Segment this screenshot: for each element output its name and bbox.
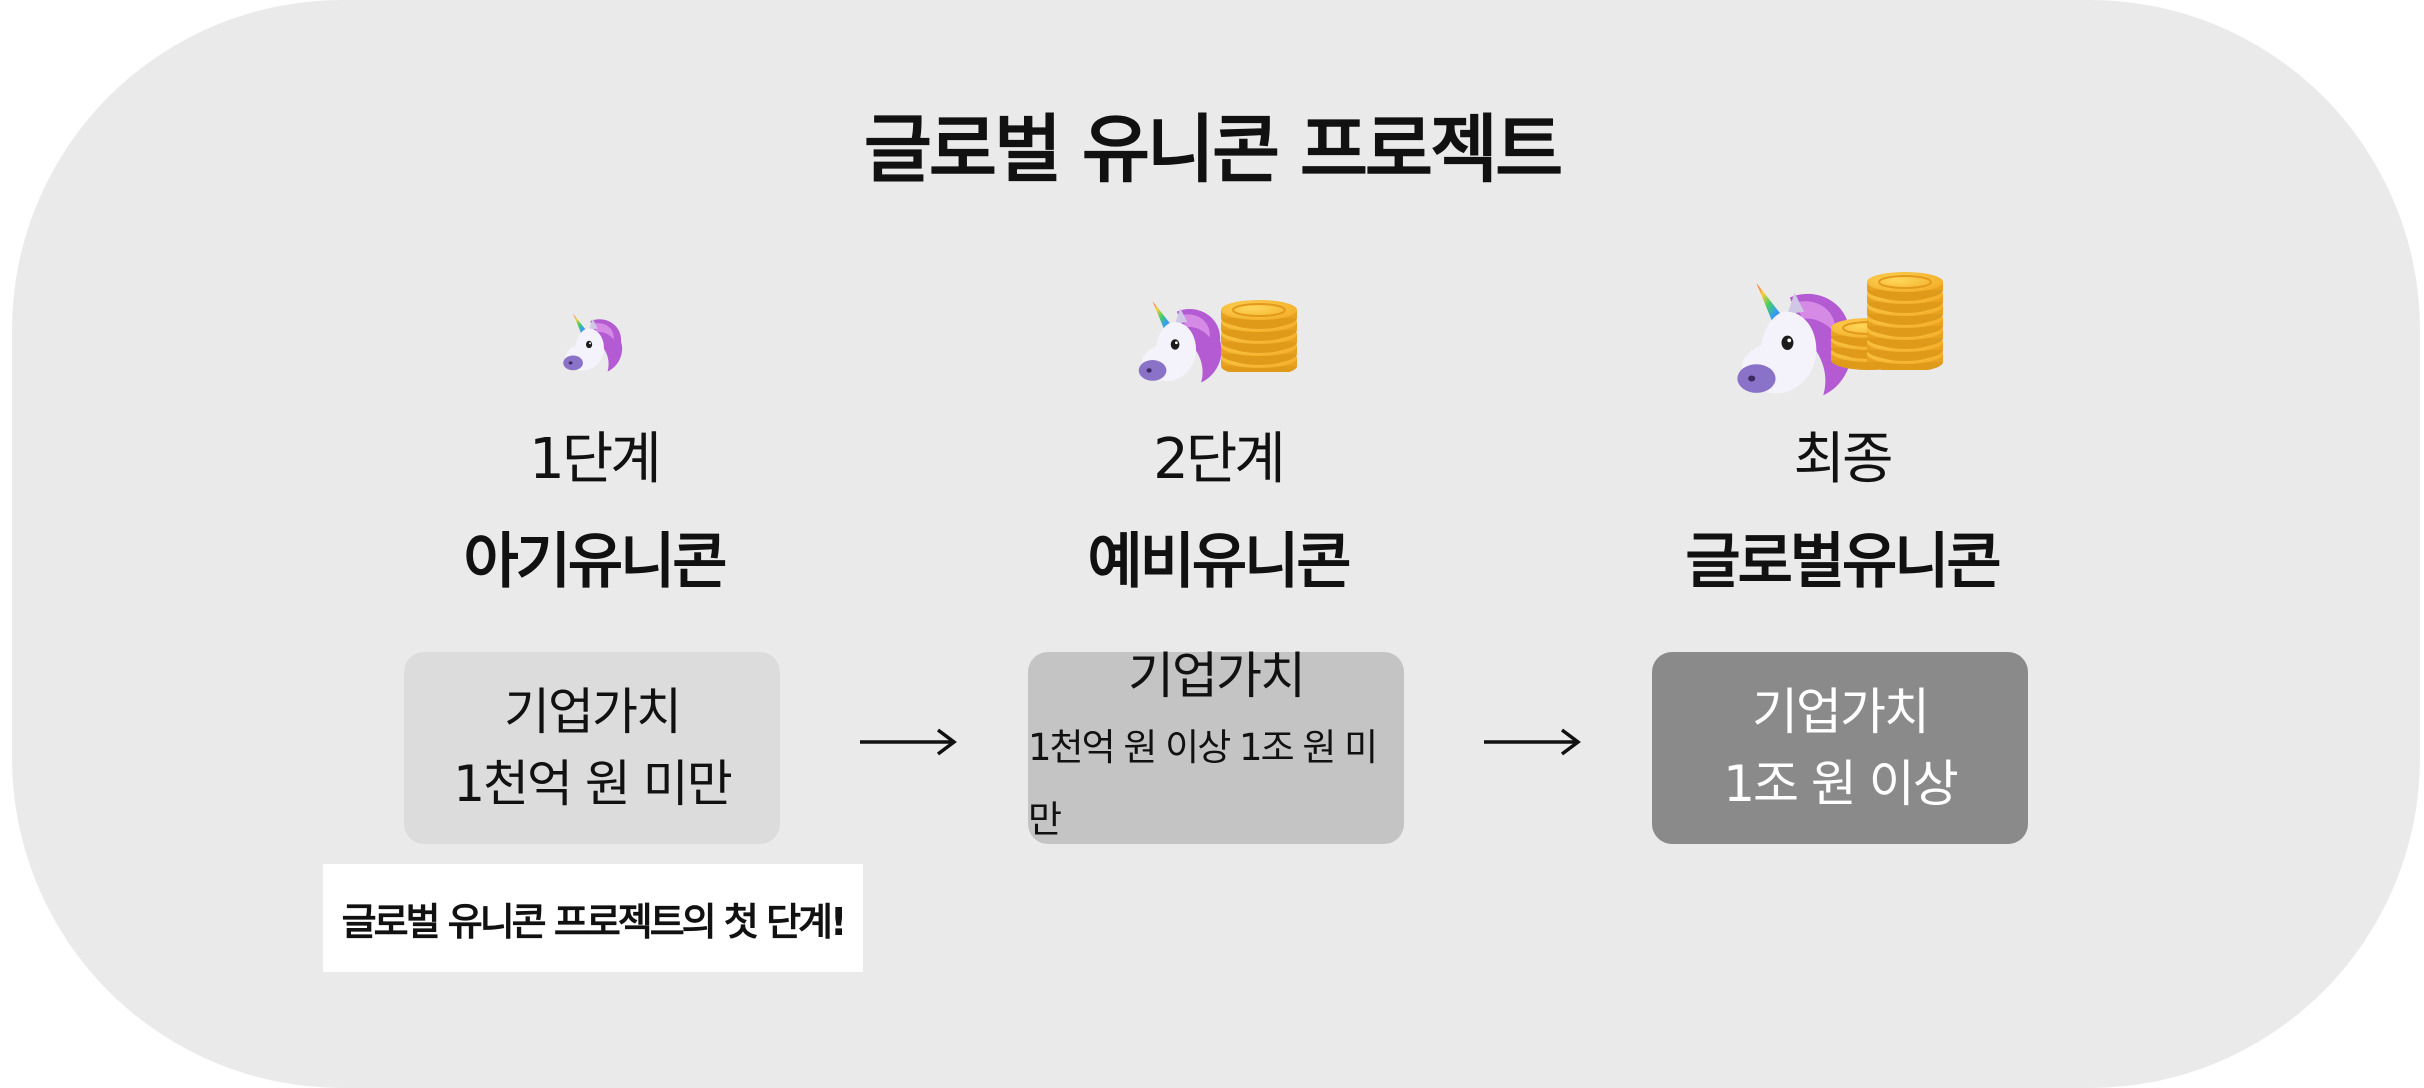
first-step-note: 글로벌 유니콘 프로젝트의 첫 단계! (323, 864, 863, 972)
stage-2: 2단계 예비유니콘 기업가치 1천억 원 이상 1조 원 미만 (1028, 0, 1408, 1088)
arrow-right-icon (1484, 728, 1581, 756)
stage-2-illustration (1028, 296, 1408, 386)
stage-step-label: 2단계 (1153, 427, 1286, 492)
stage-final-illustration (1652, 270, 2032, 400)
valuation-range: 1조 원 이상 (1723, 755, 1959, 813)
valuation-box: 기업가치 1조 원 이상 (1652, 652, 2028, 844)
arrow-right-icon (860, 728, 957, 756)
valuation-range: 1천억 원 이상 1조 원 미만 (1028, 726, 1378, 841)
stage-name: 글로벌유니콘 (1685, 527, 2001, 597)
stage-step-label: 1단계 (529, 427, 662, 492)
valuation-label: 기업가치 (1752, 683, 1930, 741)
stage-final: 최종 글로벌유니콘 기업가치 1조 원 이상 (1652, 0, 2032, 1088)
stage-1: 1단계 아기유니콘 기업가치 1천억 원 미만 (404, 0, 784, 1088)
stage-1-illustration (404, 310, 784, 374)
valuation-label: 기업가치 (1128, 647, 1306, 705)
stage-name: 아기유니콘 (463, 527, 728, 597)
valuation-box: 기업가치 1천억 원 미만 (404, 652, 780, 844)
stage-step-label: 최종 (1793, 427, 1893, 492)
page-title: 글로벌 유니콘 프로젝트 (863, 107, 1563, 193)
valuation-range: 1천억 원 미만 (453, 755, 733, 813)
coins-icon (1220, 300, 1298, 372)
coins-icon (1830, 271, 1944, 370)
stage-name: 예비유니콘 (1087, 527, 1352, 597)
valuation-label: 기업가치 (504, 683, 682, 741)
unicorn-icon (563, 313, 623, 372)
unicorn-icon (1138, 301, 1222, 383)
valuation-box: 기업가치 1천억 원 이상 1조 원 미만 (1028, 647, 1404, 844)
